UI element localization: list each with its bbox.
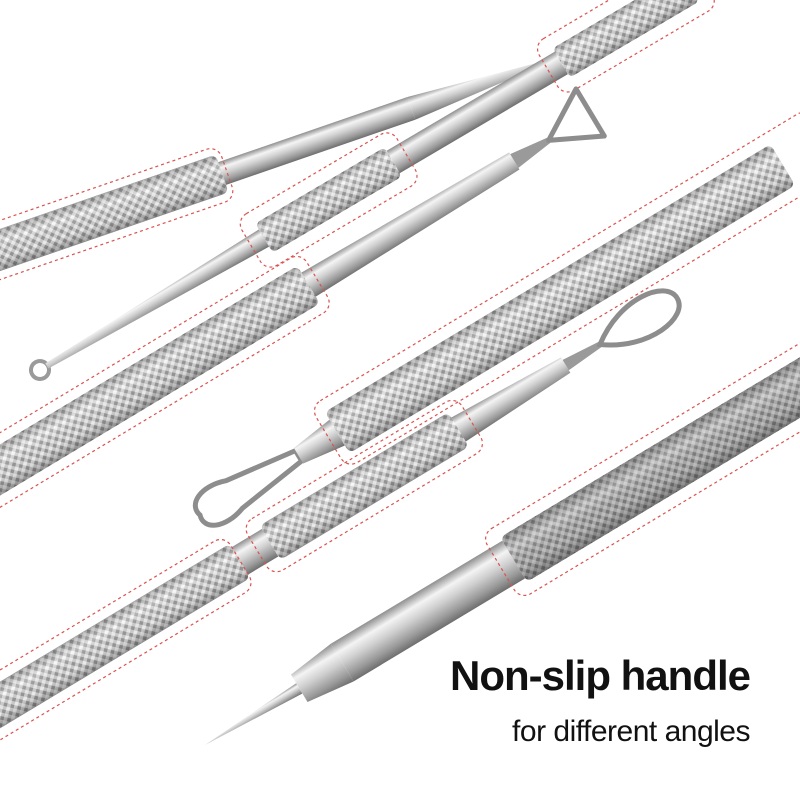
- grip-highlight-box: [239, 0, 715, 268]
- grip-highlight-box: [0, 148, 234, 294]
- tool-lancet-bottom: [205, 333, 800, 745]
- tool-wire-loop-extractor: [192, 146, 794, 528]
- grip-highlight-box: [313, 112, 800, 465]
- grip-highlight-box: [0, 399, 484, 758]
- grip-highlight-box: [485, 317, 800, 597]
- tool-spoon-extractor: [0, 288, 682, 741]
- tool-triangle-scraper: [0, 86, 607, 508]
- caption-title: Non-slip handle: [450, 652, 751, 699]
- caption-subtitle: for different angles: [512, 715, 750, 748]
- tool-loop-extractor: [29, 0, 698, 381]
- grip-highlight-box: [0, 255, 330, 525]
- tool-lancet-top: [0, 62, 540, 281]
